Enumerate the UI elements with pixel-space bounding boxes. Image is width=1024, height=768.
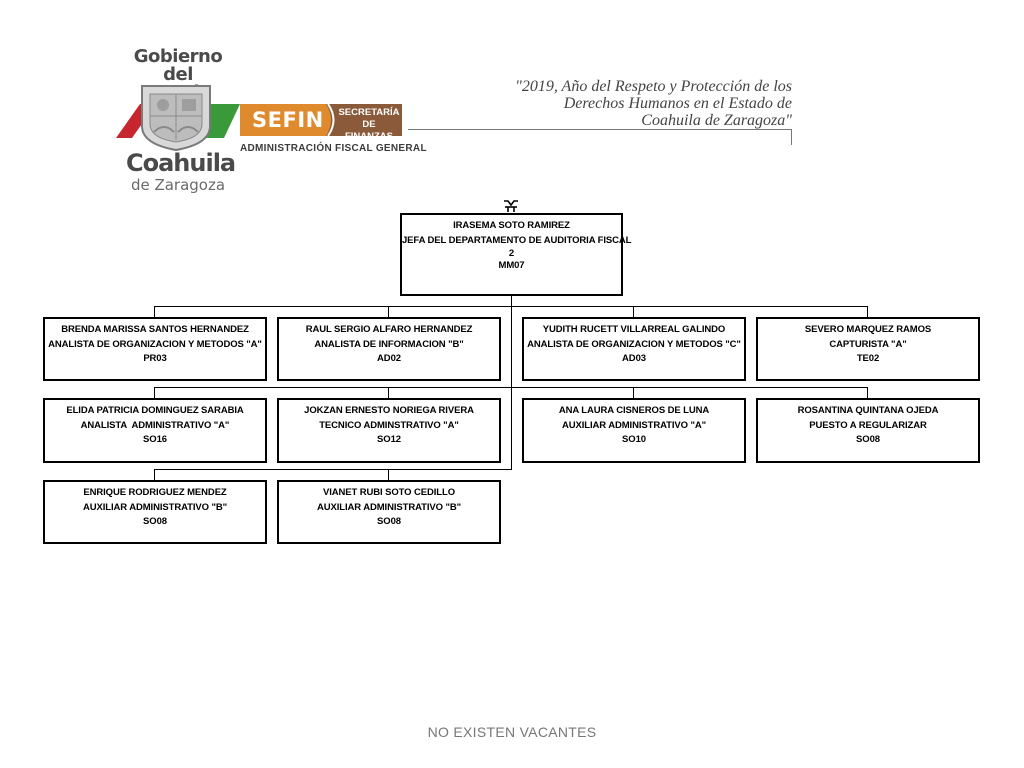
- node-name: BRENDA MARISSA SANTOS HERNANDEZ: [61, 324, 249, 335]
- motto-line: Derechos Humanos en el Estado de: [563, 95, 792, 112]
- node-title: ANALISTA DE ORGANIZACION Y METODOS "C": [527, 338, 741, 350]
- node-title: ANALISTA DE ORGANIZACION Y METODOS "A": [48, 338, 262, 350]
- connector-drop: [388, 469, 389, 481]
- connector-drop: [154, 306, 155, 318]
- node-title: TECNICO ADMINSTRATIVO "A": [319, 419, 459, 431]
- node-code: SO08: [143, 516, 167, 527]
- head-position-marker-icon: [504, 200, 518, 212]
- node-title: PUESTO A REGULARIZAR: [809, 419, 927, 431]
- connector-drop: [388, 306, 389, 318]
- node-code: AD02: [377, 353, 401, 364]
- connector-drop: [867, 387, 868, 399]
- connector-row2-bar: [154, 387, 868, 388]
- org-node-head: IRASEMA SOTO RAMIREZ JEFA DEL DEPARTAMEN…: [400, 213, 632, 296]
- node-name: ANA LAURA CISNEROS DE LUNA: [558, 405, 710, 416]
- secretaria-line: SECRETARÍA: [338, 107, 400, 118]
- node-name: YUDITH RUCETT VILLARREAL GALINDO: [542, 324, 726, 335]
- node-title: AUXILIAR ADMINISTRATIVO "B": [316, 501, 462, 513]
- node-name: RAUL SERGIO ALFARO HERNANDEZ: [305, 324, 473, 335]
- org-node: ROSANTINA QUINTANA OJEDA PUESTO A REGULA…: [756, 398, 980, 463]
- node-code: PR03: [143, 353, 167, 364]
- header-rule-tick: [791, 129, 792, 145]
- administracion-fiscal-label: ADMINISTRACIÓN FISCAL GENERAL: [240, 143, 427, 154]
- node-title: AUXILIAR ADMINISTRATIVO "B": [82, 501, 228, 513]
- sefin-wordmark: SEFIN: [252, 108, 324, 132]
- connector-drop: [633, 306, 634, 318]
- org-node: RAUL SERGIO ALFARO HERNANDEZ ANALISTA DE…: [277, 317, 501, 381]
- node-title: CAPTURISTA "A": [829, 338, 907, 350]
- motto-line: Coahuila de Zaragoza": [641, 112, 792, 129]
- node-name: JOKZAN ERNESTO NORIEGA RIVERA: [304, 405, 474, 416]
- gobierno-line: Gobierno: [133, 46, 223, 67]
- coahuila-wordmark: Coahuila: [126, 149, 236, 177]
- node-title: ANALISTA ADMINISTRATIVO "A": [80, 419, 230, 431]
- node-name: ELIDA PATRICIA DOMINGUEZ SARABIA: [66, 405, 244, 416]
- org-node: SEVERO MARQUEZ RAMOS CAPTURISTA "A" TE02: [756, 317, 980, 381]
- connector-drop: [154, 469, 155, 481]
- secretaria-de-finanzas-label: SECRETARÍA DE FINANZAS: [338, 107, 400, 143]
- connector-drop: [154, 387, 155, 399]
- node-code: AD03: [622, 353, 646, 364]
- node-code: SO08: [856, 434, 880, 445]
- node-title: AUXILIAR ADMINISTRATIVO "A": [561, 419, 707, 431]
- node-name: VIANET RUBI SOTO CEDILLO: [322, 487, 455, 498]
- connector-trunk: [511, 295, 512, 469]
- node-code: SO16: [143, 434, 167, 445]
- node-code: TE02: [856, 353, 880, 364]
- node-title: JEFA DEL DEPARTAMENTO DE AUDITORIA FISCA…: [402, 234, 632, 246]
- org-node: BRENDA MARISSA SANTOS HERNANDEZ ANALISTA…: [43, 317, 267, 381]
- node-code: MM07: [498, 260, 525, 271]
- org-node: YUDITH RUCETT VILLARREAL GALINDO ANALIST…: [522, 317, 746, 381]
- connector-drop: [867, 306, 868, 318]
- connector-drop: [633, 387, 634, 399]
- coahuila-coat-of-arms-icon: [116, 85, 240, 152]
- node-title: ANALISTA DE INFORMACION "B": [314, 338, 464, 350]
- de-finanzas-line: DE FINANZAS: [344, 119, 394, 142]
- sefin-logo-badge: [240, 104, 402, 136]
- org-node: ANA LAURA CISNEROS DE LUNA AUXILIAR ADMI…: [522, 398, 746, 463]
- org-node: JOKZAN ERNESTO NORIEGA RIVERA TECNICO AD…: [277, 398, 501, 463]
- node-name: ROSANTINA QUINTANA OJEDA: [797, 405, 939, 416]
- vacancies-note: NO EXISTEN VACANTES: [427, 724, 597, 740]
- motto-line: "2019, Año del Respeto y Protección de l…: [515, 78, 792, 95]
- node-name: SEVERO MARQUEZ RAMOS: [804, 324, 932, 335]
- org-node: ELIDA PATRICIA DOMINGUEZ SARABIA ANALIST…: [43, 398, 267, 463]
- connector-row3-bar: [154, 469, 512, 470]
- node-code: SO10: [622, 434, 646, 445]
- org-node: ENRIQUE RODRIGUEZ MENDEZ AUXILIAR ADMINI…: [43, 480, 267, 544]
- connector-row1-bar: [154, 306, 868, 307]
- node-level: 2: [508, 248, 515, 259]
- connector-drop: [388, 387, 389, 399]
- org-node: VIANET RUBI SOTO CEDILLO AUXILIAR ADMINI…: [277, 480, 501, 544]
- node-code: SO12: [377, 434, 401, 445]
- zaragoza-wordmark: de Zaragoza: [130, 176, 226, 194]
- header-rule: [408, 129, 792, 130]
- node-code: SO08: [377, 516, 401, 527]
- year-motto: "2019, Año del Respeto y Protección de l…: [470, 78, 792, 129]
- node-name: IRASEMA SOTO RAMIREZ: [453, 220, 570, 231]
- node-name: ENRIQUE RODRIGUEZ MENDEZ: [83, 487, 227, 498]
